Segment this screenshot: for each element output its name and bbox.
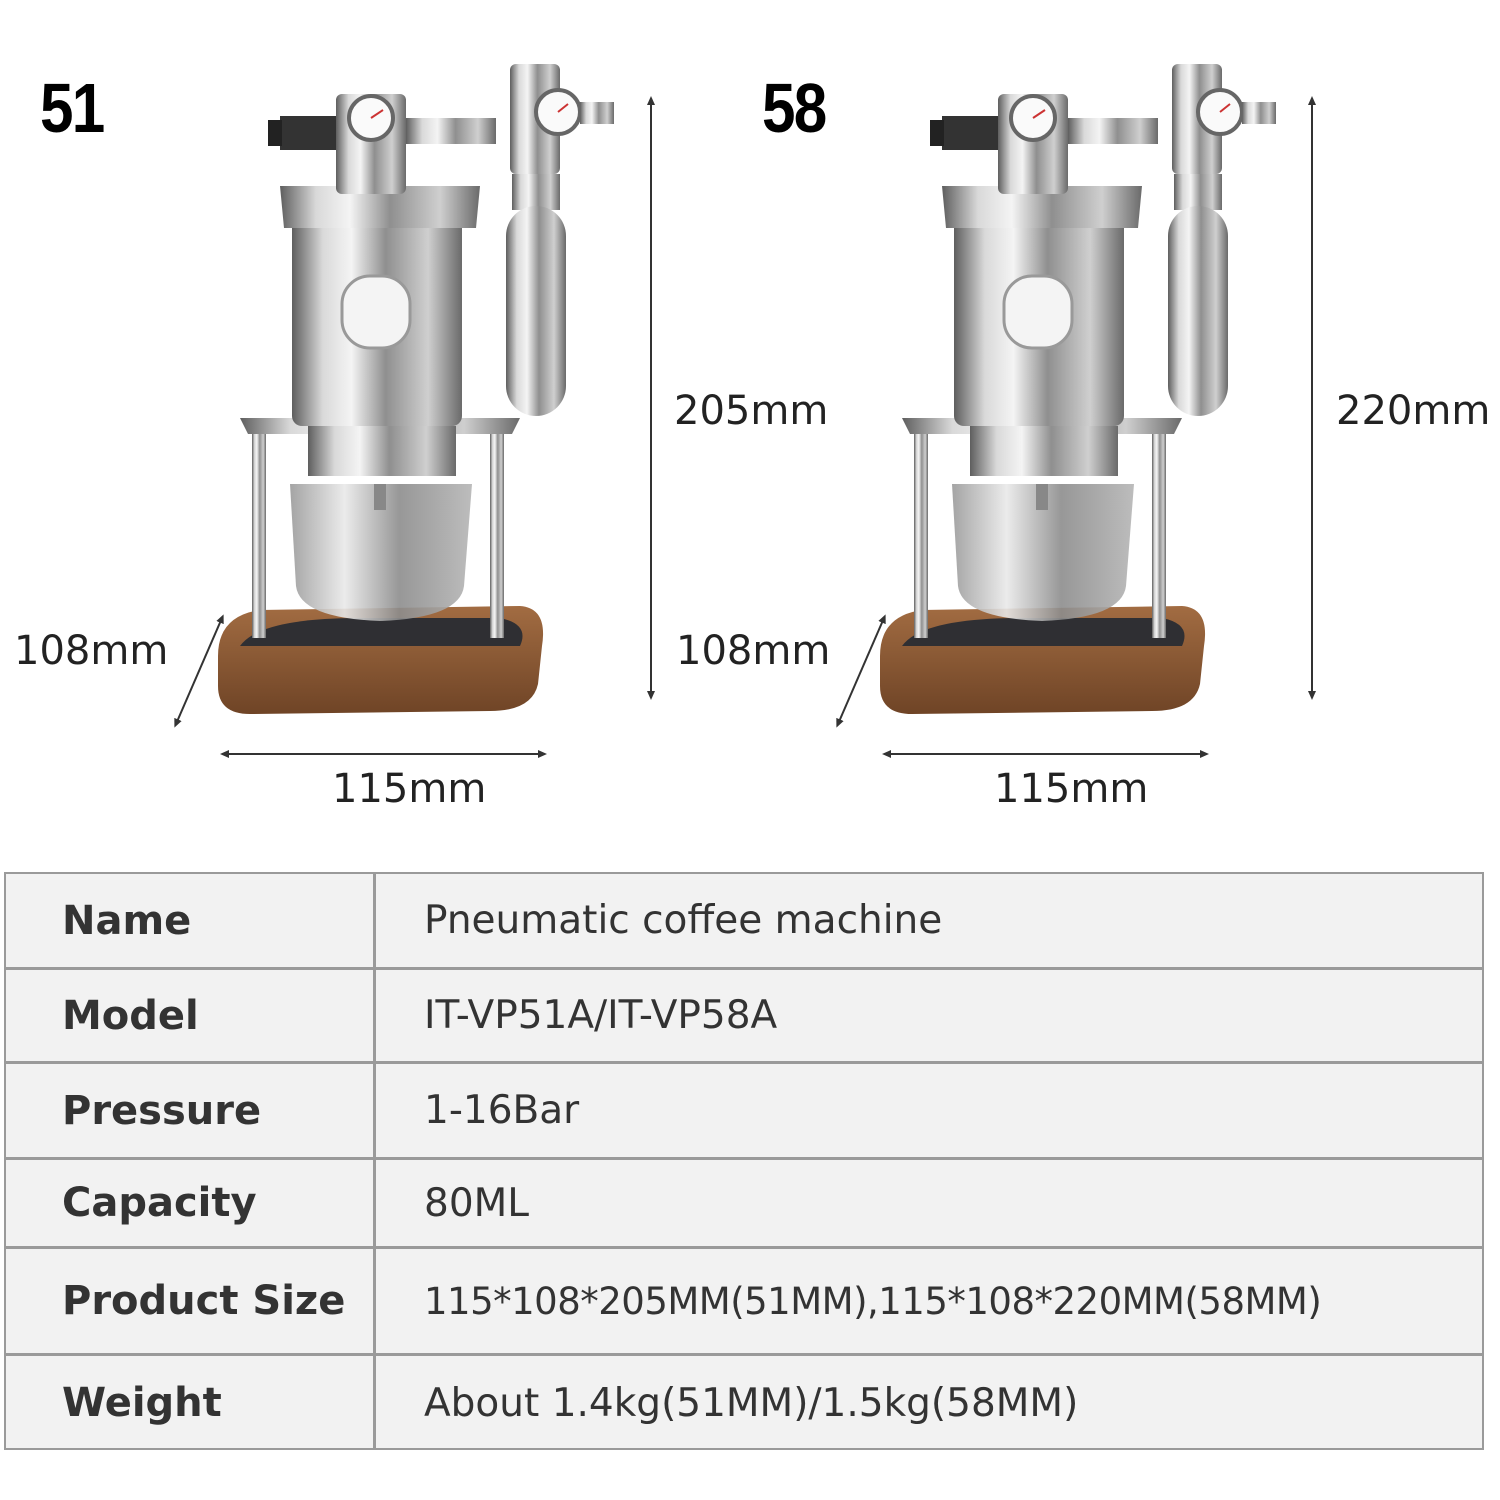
spec-table: Name Pneumatic coffee machine Model IT-V… — [4, 872, 1484, 1450]
spec-key-model: Model — [6, 970, 376, 1064]
depth-dimension-58: 108mm — [676, 628, 831, 674]
spec-key-pressure: Pressure — [6, 1064, 376, 1160]
product-illustration — [174, 62, 1316, 758]
width-dimension-51: 115mm — [332, 766, 487, 812]
height-dimension-58: 220mm — [1336, 388, 1491, 434]
depth-arrow-58 — [836, 614, 886, 728]
spec-value-weight: About 1.4kg(51MM)/1.5kg(58MM) — [424, 1380, 1079, 1426]
spec-key-product-size: Product Size — [6, 1249, 376, 1356]
spec-key-name: Name — [6, 874, 376, 970]
machine-51 — [216, 62, 616, 716]
depth-arrow-51 — [174, 614, 224, 728]
spec-value-capacity: 80ML — [376, 1160, 1482, 1249]
spec-key-weight: Weight — [6, 1356, 376, 1450]
spec-value-model: IT-VP51A/IT-VP58A — [376, 970, 1482, 1064]
spec-value-name: Pneumatic coffee machine — [376, 874, 1482, 970]
model-label-58: 58 — [762, 69, 827, 147]
spec-key-capacity: Capacity — [6, 1160, 376, 1249]
width-dimension-58: 115mm — [994, 766, 1149, 812]
spec-value-product-size: 115*108*205MM(51MM),115*108*220MM(58MM) — [376, 1249, 1482, 1356]
depth-dimension-51: 108mm — [14, 628, 169, 674]
height-dimension-51: 205mm — [674, 388, 829, 434]
model-label-51: 51 — [40, 69, 105, 147]
spec-value-pressure: 1-16Bar — [376, 1064, 1482, 1160]
machine-58 — [878, 62, 1278, 716]
